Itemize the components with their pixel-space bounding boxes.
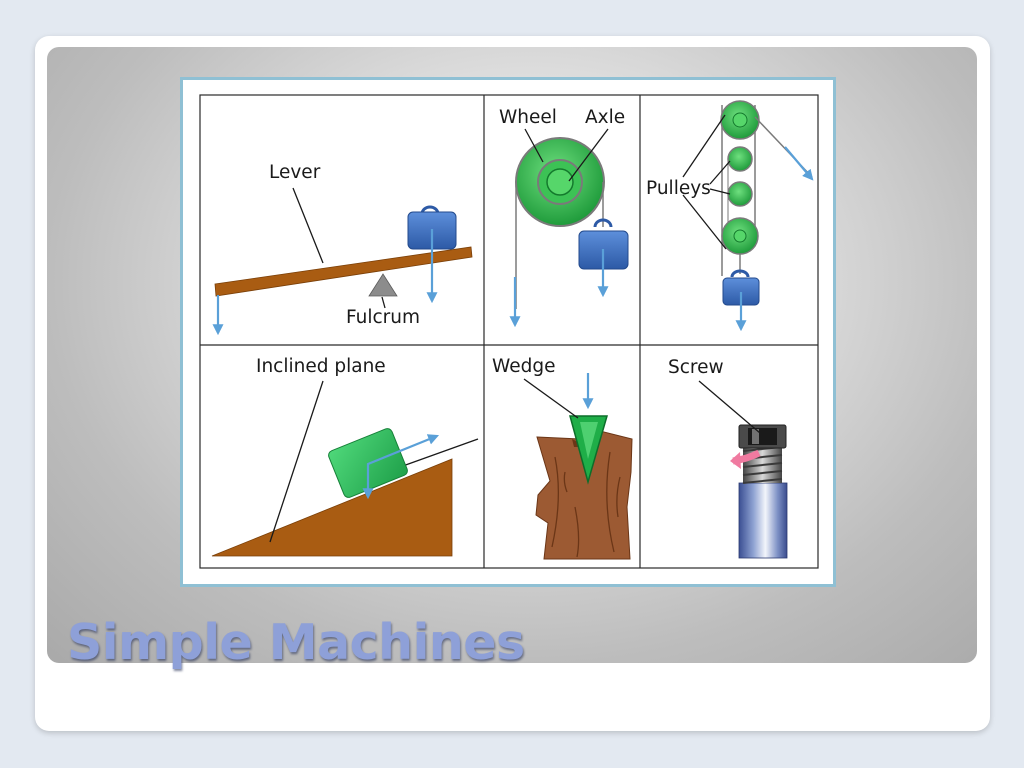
screw-label: Screw	[668, 357, 724, 378]
inclined-plane-label: Inclined plane	[256, 356, 386, 377]
lever-illustration	[212, 187, 473, 336]
fulcrum-label: Fulcrum	[346, 307, 420, 328]
simple-machines-diagram: Lever Fulcrum Wheel Axle	[180, 77, 836, 587]
pulleys-illustration	[682, 100, 814, 332]
pulleys-label: Pulleys	[646, 178, 711, 199]
wheel-label: Wheel	[499, 107, 557, 128]
lever-label: Lever	[269, 162, 321, 183]
wedge-illustration	[523, 373, 633, 560]
screw-illustration	[698, 380, 788, 559]
wheel-and-axle-illustration	[509, 128, 629, 328]
wedge-label: Wedge	[492, 356, 555, 377]
slide-title: Simple Machines	[67, 614, 525, 671]
axle-label: Axle	[585, 107, 625, 128]
inclined-plane-illustration	[211, 380, 479, 557]
